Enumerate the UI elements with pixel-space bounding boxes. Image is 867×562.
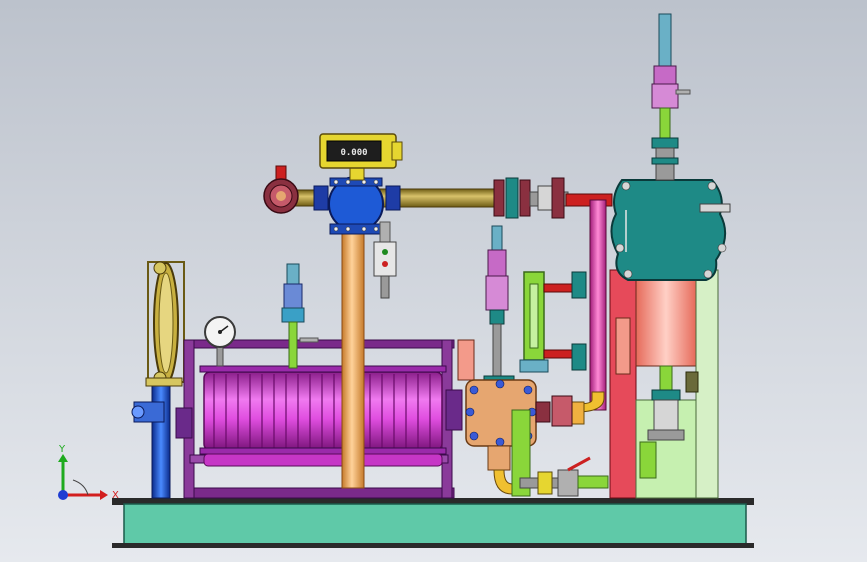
pipe-flange-pair[interactable] (493, 177, 613, 219)
separator-vessel[interactable] (610, 179, 731, 281)
y-axis-label: Y (58, 444, 66, 455)
safety-valve-left[interactable] (281, 263, 319, 369)
x-axis-label: X (112, 490, 119, 501)
belt-pulley[interactable] (131, 261, 185, 499)
riser-pipe[interactable] (341, 231, 365, 489)
base-skid[interactable] (112, 498, 754, 548)
flow-meter[interactable]: 0.000 (319, 133, 403, 181)
drain-valve[interactable] (519, 456, 609, 497)
safety-valve-top[interactable] (651, 13, 691, 181)
manhole-flange[interactable] (457, 339, 573, 497)
inlet-flange[interactable] (263, 165, 299, 214)
control-valve[interactable] (313, 176, 401, 235)
heat-exchanger-coil[interactable] (199, 365, 447, 467)
flow-meter-display: 0.000 (340, 148, 367, 158)
coordinate-triad: X Y (58, 444, 119, 501)
x-axis-arrowhead (100, 490, 108, 500)
magenta-loop-pipe[interactable] (569, 199, 607, 425)
main-horizontal-pipe[interactable] (289, 188, 503, 208)
safety-valve-middle[interactable] (485, 225, 509, 381)
z-axis-dot (58, 490, 68, 500)
pressure-gauge[interactable] (204, 316, 236, 367)
separator-bottom-valve[interactable] (647, 365, 699, 441)
level-switch[interactable] (373, 221, 397, 299)
y-axis-arrowhead (58, 454, 68, 462)
sight-glass[interactable] (519, 271, 587, 373)
